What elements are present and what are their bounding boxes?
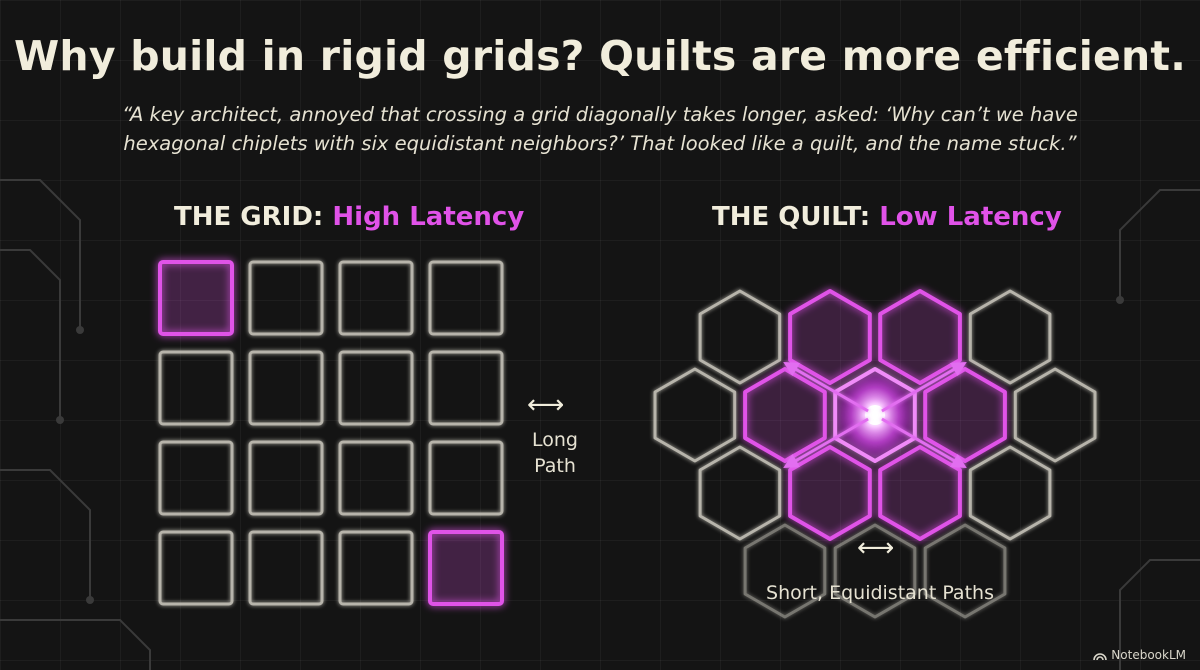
quilt-heading-accent: Low Latency (879, 202, 1062, 232)
brand-name: NotebookLM (1111, 648, 1186, 662)
double-arrow-icon: ⟷ (857, 533, 895, 563)
hex-cell (698, 445, 782, 541)
hex-cell (968, 445, 1052, 541)
neighbor-arrow (783, 417, 869, 469)
long-path-line-1: Long (532, 429, 578, 451)
short-path-label: Short, Equidistant Paths (766, 582, 994, 604)
grid-cell (338, 350, 414, 426)
long-path-line-2: Path (534, 455, 576, 477)
neighbor-arrow (881, 417, 967, 469)
grid-cell (338, 260, 414, 336)
grid-cell (158, 530, 234, 606)
core-glow (865, 405, 885, 425)
hex-cell (743, 523, 827, 619)
grid-heading-accent: High Latency (332, 202, 525, 232)
hex-cell (698, 289, 782, 385)
grid-cell (248, 530, 324, 606)
grid-heading: THE GRID: High Latency (174, 202, 524, 232)
grid-cell-highlighted (158, 260, 234, 336)
grid-cell (158, 350, 234, 426)
hex-cell-neighbor (878, 289, 962, 385)
architect-quote: “A key architect, annoyed that crossing … (40, 100, 1160, 158)
notebooklm-logo-icon (1093, 653, 1108, 661)
double-arrow-icon: ⟷ (527, 390, 565, 420)
hex-cell (1013, 367, 1097, 463)
grid-cell (248, 350, 324, 426)
neighbor-arrow (783, 361, 869, 413)
hex-cell (833, 523, 917, 619)
grid-heading-lead: THE GRID: (174, 202, 324, 232)
quilt-diagram (653, 289, 1097, 619)
grid-cell (248, 260, 324, 336)
quote-line-1: “A key architect, annoyed that crossing … (122, 103, 1078, 126)
page-title: Why build in rigid grids? Quilts are mor… (14, 32, 1186, 80)
grid-cell (248, 440, 324, 516)
brand-mark: NotebookLM (1093, 648, 1186, 662)
grid-cell (158, 440, 234, 516)
grid-cell (338, 440, 414, 516)
grid-cell-highlighted (428, 530, 504, 606)
hex-cell (923, 523, 1007, 619)
hex-cell (653, 367, 737, 463)
quote-line-2: hexagonal chiplets with six equidistant … (123, 132, 1077, 155)
hex-cell-neighbor (788, 445, 872, 541)
grid-diagram (158, 260, 504, 606)
grid-cell (338, 530, 414, 606)
hex-cell-neighbor (788, 289, 872, 385)
hex-cell-neighbor (878, 445, 962, 541)
hex-cell (968, 289, 1052, 385)
long-path-label: Long Path (505, 427, 605, 479)
quilt-heading-lead: THE QUILT: (712, 202, 871, 232)
hex-cell-neighbor (743, 367, 827, 463)
quilt-heading: THE QUILT: Low Latency (712, 202, 1062, 232)
neighbor-arrow (881, 361, 967, 413)
hex-cell-neighbor (923, 367, 1007, 463)
